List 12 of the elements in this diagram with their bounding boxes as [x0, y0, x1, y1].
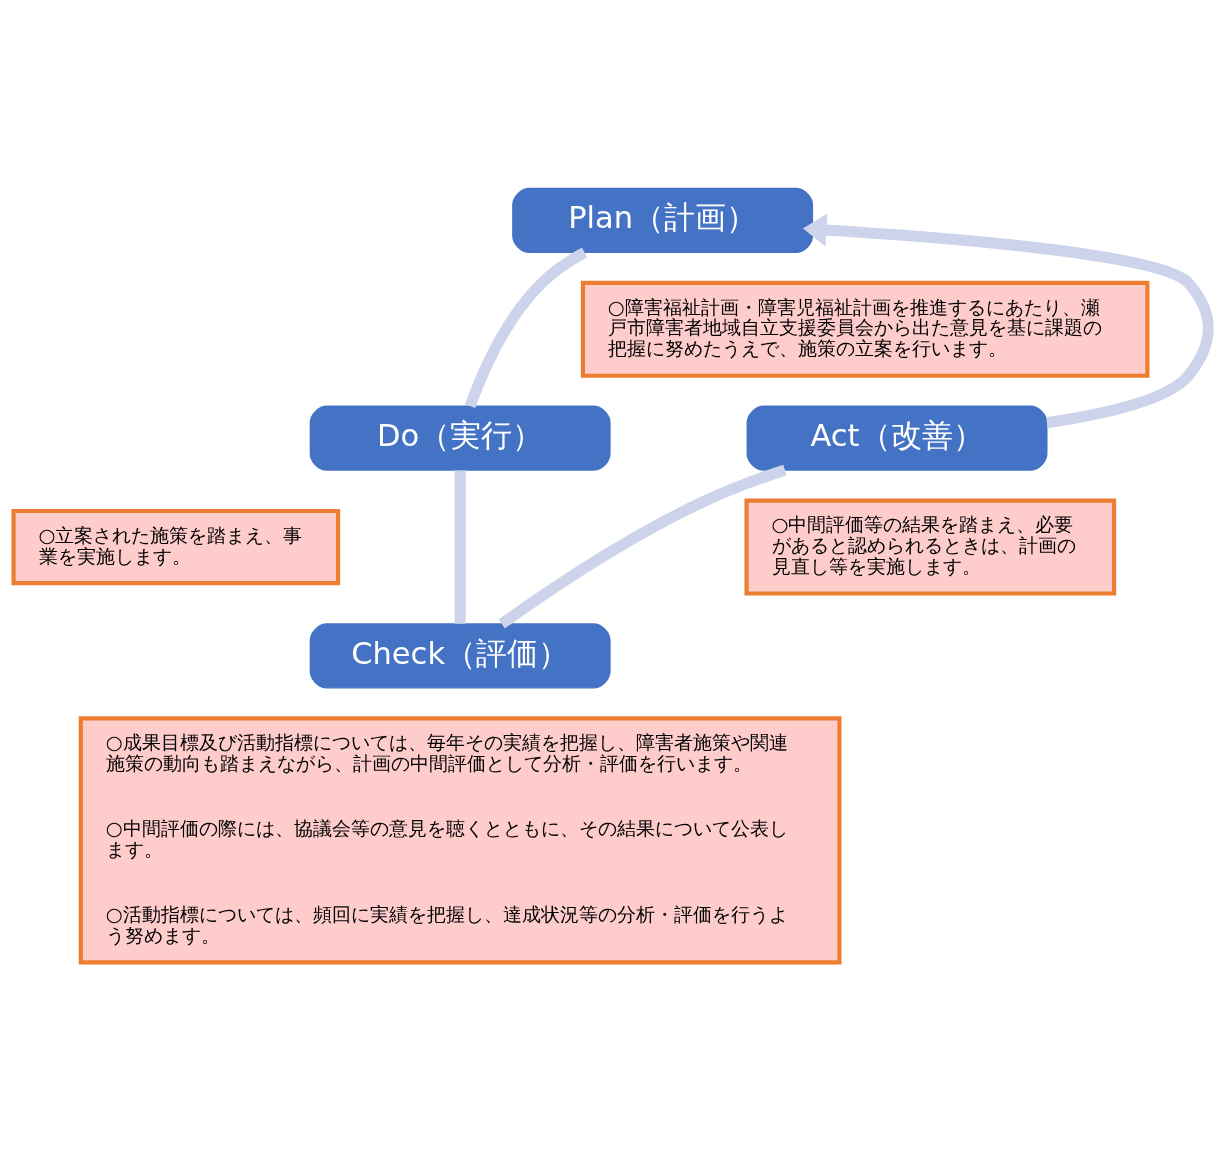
connector — [498, 464, 787, 629]
node-box: Do（実行） — [309, 405, 611, 471]
node-box: ○中間評価等の結果を踏まえ、必要があると認められるときは、計画の見直し等を実施します。 — [744, 498, 1117, 596]
node-box: Act（改善） — [746, 405, 1048, 471]
node-box: Check（評価） — [309, 623, 611, 689]
connector — [464, 247, 588, 409]
connector — [454, 470, 466, 624]
arrow — [802, 213, 1214, 429]
node-box: ○成果目標及び活動指標については、毎年その実績を把握し、障害者施策や関連施策の動向も踏まえながら、計画の中間評価として分析・評価を行います。 ○中間評価の際には、協議会等の意見を聴くとともに、その結果について公表します。 ○活動指標については、頻回に実績を把握し、達成状況等の分析・評価を行うよう努めます。 — [78, 716, 842, 965]
node-box: Plan（計画） — [512, 187, 814, 254]
node-box: ○立案された施策を踏まえ、事業を実施します。 — [11, 508, 341, 586]
node-box: ○障害福祉計画・障害児福祉計画を推進するにあたり、瀬戸市障害者地域自立支援委員会から出た意見を基に課題の把握に努めたうえで、施策の立案を行います。 — [580, 280, 1150, 378]
